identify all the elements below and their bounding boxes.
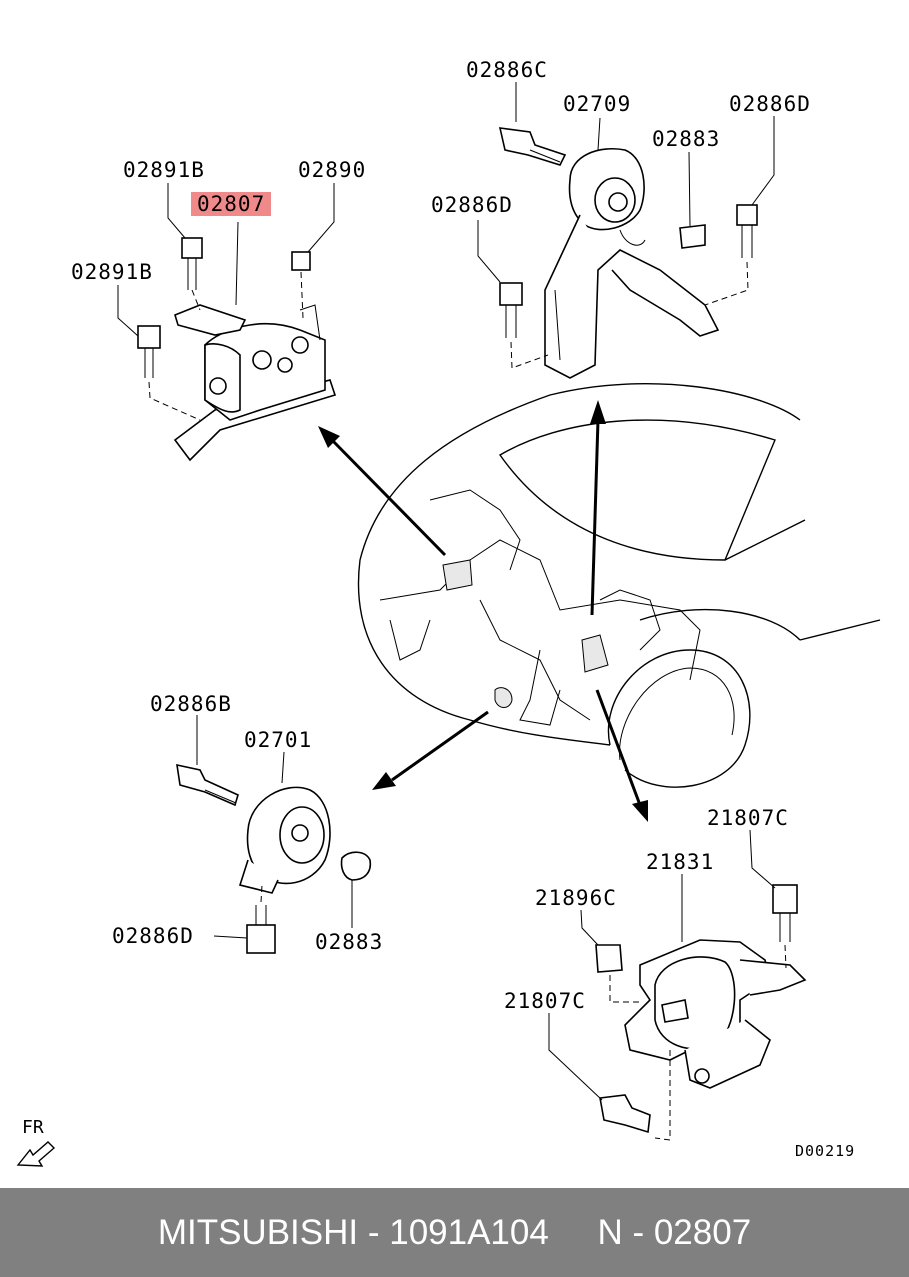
fr-label: FR xyxy=(22,1117,44,1138)
pointer-arrows xyxy=(318,400,648,822)
label-21831: 21831 xyxy=(646,850,715,874)
footer-text: MITSUBISHI - 1091A104 N - 02807 xyxy=(157,1212,752,1252)
drawing-code: D00219 xyxy=(795,1142,856,1160)
label-21896c: 21896C xyxy=(535,886,617,910)
mount-02701-drawing xyxy=(176,763,372,954)
label-21807c-bottom: 21807C xyxy=(504,989,586,1013)
label-02709: 02709 xyxy=(563,92,632,116)
mount-21831-drawing xyxy=(595,884,807,1141)
parts-diagram: 02886C 02709 02886D 02883 02886D 02891B … xyxy=(16,58,881,1167)
label-21807c-top: 21807C xyxy=(707,806,789,830)
label-02891b-upper: 02891B xyxy=(123,158,205,182)
label-02883-bottom: 02883 xyxy=(315,930,384,954)
label-02886b: 02886B xyxy=(150,692,232,716)
footer-bar: MITSUBISHI - 1091A104 N - 02807 xyxy=(0,1188,909,1277)
front-direction-arrow xyxy=(16,1141,56,1167)
leader-lines xyxy=(117,82,776,1101)
label-02807-highlighted[interactable]: 02807 xyxy=(191,192,272,216)
label-02891b-lower: 02891B xyxy=(71,260,153,284)
diagram-drawing xyxy=(16,82,881,1167)
mount-02807-drawing xyxy=(137,237,337,462)
label-02883-top: 02883 xyxy=(652,127,721,151)
label-02890: 02890 xyxy=(298,158,367,182)
label-02701: 02701 xyxy=(244,728,313,752)
label-02886d-bottom: 02886D xyxy=(112,924,194,948)
label-02886d-top-left: 02886D xyxy=(431,193,513,217)
bracket-02709-drawing xyxy=(498,127,758,379)
label-02886d-top-right: 02886D xyxy=(729,92,811,116)
label-02886c-top: 02886C xyxy=(466,58,548,82)
car-body-outline xyxy=(357,383,881,788)
